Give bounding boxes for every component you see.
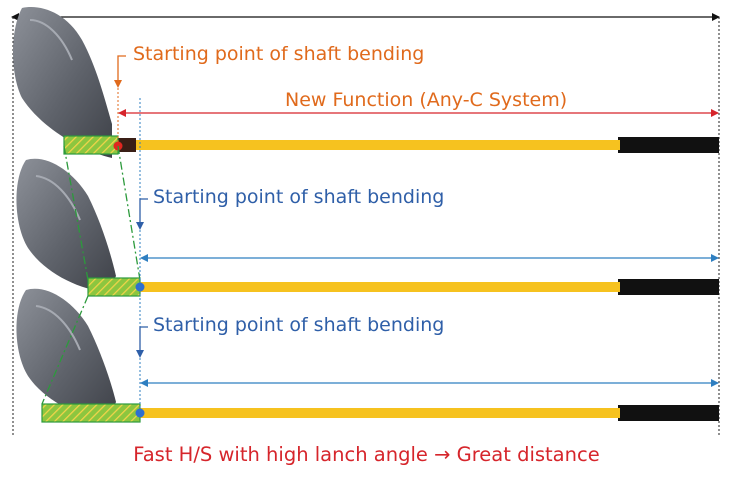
- club-1: [13, 7, 719, 158]
- grip: [618, 405, 719, 421]
- caption: Fast H/S with high lanch angle → Great d…: [133, 443, 600, 466]
- club-head-icon: [13, 7, 112, 158]
- leader-start-1: [117, 55, 126, 80]
- club-head-icon: [16, 158, 116, 292]
- bending-point-blue: [135, 408, 145, 418]
- shaft-dark-section: [118, 138, 136, 152]
- start-point-label-2: Starting point of shaft bending: [153, 186, 445, 208]
- new-function-label: New Function (Any-C System): [285, 89, 568, 111]
- shaft: [140, 282, 620, 292]
- grip: [618, 279, 719, 295]
- shaft: [126, 140, 620, 150]
- leader-start-3: [139, 326, 148, 350]
- club-head-icon: [16, 288, 116, 420]
- hosel-hatched: [87, 277, 141, 297]
- green-guide-line-1: [63, 145, 89, 281]
- green-guide-line-3: [41, 295, 89, 405]
- leader-start-2: [139, 198, 148, 222]
- club-3: [16, 288, 719, 423]
- shaft: [140, 408, 620, 418]
- green-guide-line-2: [117, 145, 141, 281]
- start-point-label-1: Starting point of shaft bending: [133, 43, 425, 65]
- hosel-hatched: [63, 135, 119, 155]
- start-point-label-3: Starting point of shaft bending: [153, 314, 445, 336]
- club-2: [16, 158, 719, 297]
- hosel-hatched: [41, 403, 141, 423]
- grip: [618, 137, 719, 153]
